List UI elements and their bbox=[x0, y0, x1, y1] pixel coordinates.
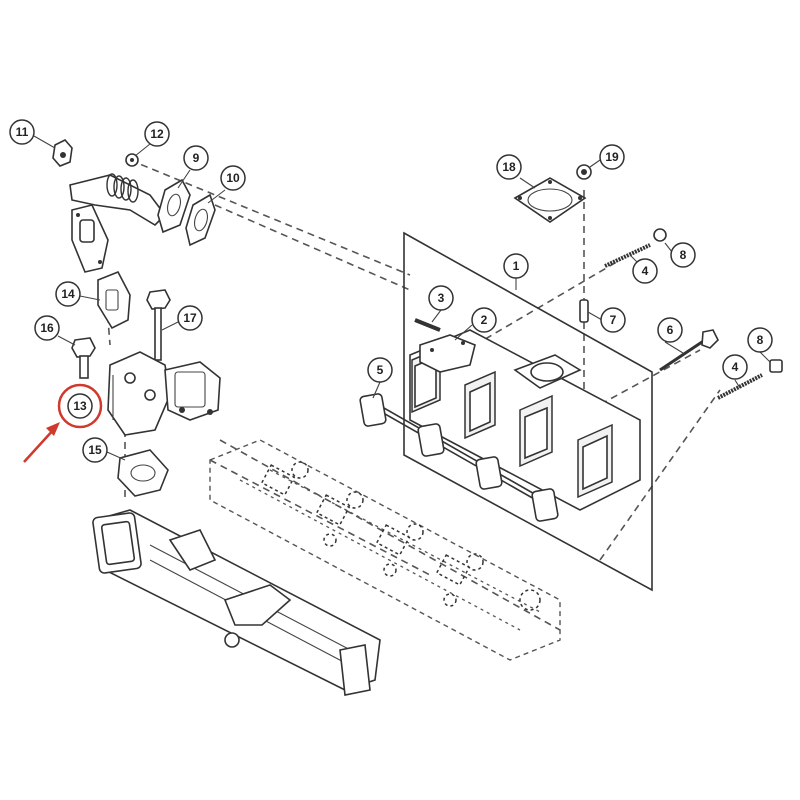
gasket-10 bbox=[185, 193, 216, 247]
callout-17[interactable]: 17 bbox=[177, 305, 203, 331]
callout-8-lower[interactable]: 8 bbox=[747, 327, 773, 353]
callout-18[interactable]: 18 bbox=[496, 154, 522, 180]
callout-5[interactable]: 5 bbox=[367, 357, 393, 383]
svg-text:6: 6 bbox=[667, 323, 674, 337]
callout-9[interactable]: 9 bbox=[183, 145, 209, 171]
egr-pipe bbox=[69, 173, 167, 273]
callout-8-upper[interactable]: 8 bbox=[670, 242, 696, 268]
callout-11[interactable]: 11 bbox=[9, 119, 35, 145]
svg-text:4: 4 bbox=[732, 360, 739, 374]
callout-2[interactable]: 2 bbox=[471, 307, 497, 333]
callout-3[interactable]: 3 bbox=[428, 285, 454, 311]
gasket-15 bbox=[117, 449, 169, 497]
callout-15[interactable]: 15 bbox=[82, 437, 108, 463]
svg-text:13: 13 bbox=[73, 399, 87, 413]
callout-19[interactable]: 19 bbox=[599, 144, 625, 170]
svg-text:11: 11 bbox=[16, 125, 29, 139]
nut-12 bbox=[125, 153, 139, 167]
callout-7[interactable]: 7 bbox=[600, 307, 626, 333]
svg-text:1: 1 bbox=[513, 259, 520, 273]
callout-16[interactable]: 16 bbox=[34, 315, 60, 341]
gasket-9 bbox=[157, 178, 191, 234]
callout-6[interactable]: 6 bbox=[657, 317, 683, 343]
svg-text:9: 9 bbox=[193, 151, 200, 165]
callout-14[interactable]: 14 bbox=[55, 281, 81, 307]
svg-text:8: 8 bbox=[757, 333, 764, 347]
bolt-16 bbox=[71, 337, 96, 379]
highlight-arrow-icon bbox=[23, 427, 56, 463]
bolt-17 bbox=[146, 289, 171, 361]
svg-text:12: 12 bbox=[150, 127, 164, 141]
svg-text:18: 18 bbox=[502, 160, 516, 174]
nut-8-lower bbox=[769, 359, 783, 373]
svg-text:4: 4 bbox=[642, 264, 649, 278]
stud-4-lower bbox=[717, 373, 763, 400]
leader-lines bbox=[33, 135, 771, 461]
exhaust-manifold bbox=[409, 329, 641, 511]
intake-manifold bbox=[92, 509, 381, 696]
callout-1[interactable]: 1 bbox=[503, 253, 529, 279]
svg-text:8: 8 bbox=[680, 248, 687, 262]
highlight-circle bbox=[57, 383, 103, 429]
cylinder-head bbox=[209, 439, 561, 661]
svg-text:16: 16 bbox=[40, 321, 54, 335]
stud-3 bbox=[414, 318, 441, 332]
svg-text:3: 3 bbox=[438, 291, 445, 305]
manifold-frame bbox=[403, 231, 653, 592]
bolt-6 bbox=[659, 329, 719, 372]
egr-valve bbox=[107, 351, 221, 436]
stud-4-upper bbox=[604, 243, 651, 268]
callout-12[interactable]: 12 bbox=[144, 121, 170, 147]
callout-4-upper[interactable]: 4 bbox=[632, 258, 658, 284]
callout-4-lower[interactable]: 4 bbox=[722, 354, 748, 380]
svg-text:2: 2 bbox=[481, 313, 488, 327]
svg-text:19: 19 bbox=[605, 150, 619, 164]
svg-text:14: 14 bbox=[61, 287, 75, 301]
callout-10[interactable]: 10 bbox=[220, 165, 246, 191]
nut-19 bbox=[576, 164, 592, 180]
svg-text:15: 15 bbox=[88, 443, 102, 457]
gasket-14 bbox=[97, 270, 131, 330]
svg-text:5: 5 bbox=[377, 363, 384, 377]
exhaust-gasket bbox=[359, 393, 559, 522]
highlight-marker bbox=[23, 383, 103, 463]
svg-text:7: 7 bbox=[610, 313, 617, 327]
svg-text:10: 10 bbox=[226, 171, 240, 185]
callouts: 1 2 3 4 4 5 6 7 8 8 9 10 11 12 13 14 15 … bbox=[9, 119, 773, 463]
nut-8-upper bbox=[653, 228, 667, 242]
svg-text:17: 17 bbox=[183, 311, 197, 325]
stud-7 bbox=[579, 299, 589, 323]
callout-13[interactable]: 13 bbox=[67, 393, 93, 419]
nut-11 bbox=[52, 139, 73, 167]
gasket-18 bbox=[513, 177, 587, 223]
